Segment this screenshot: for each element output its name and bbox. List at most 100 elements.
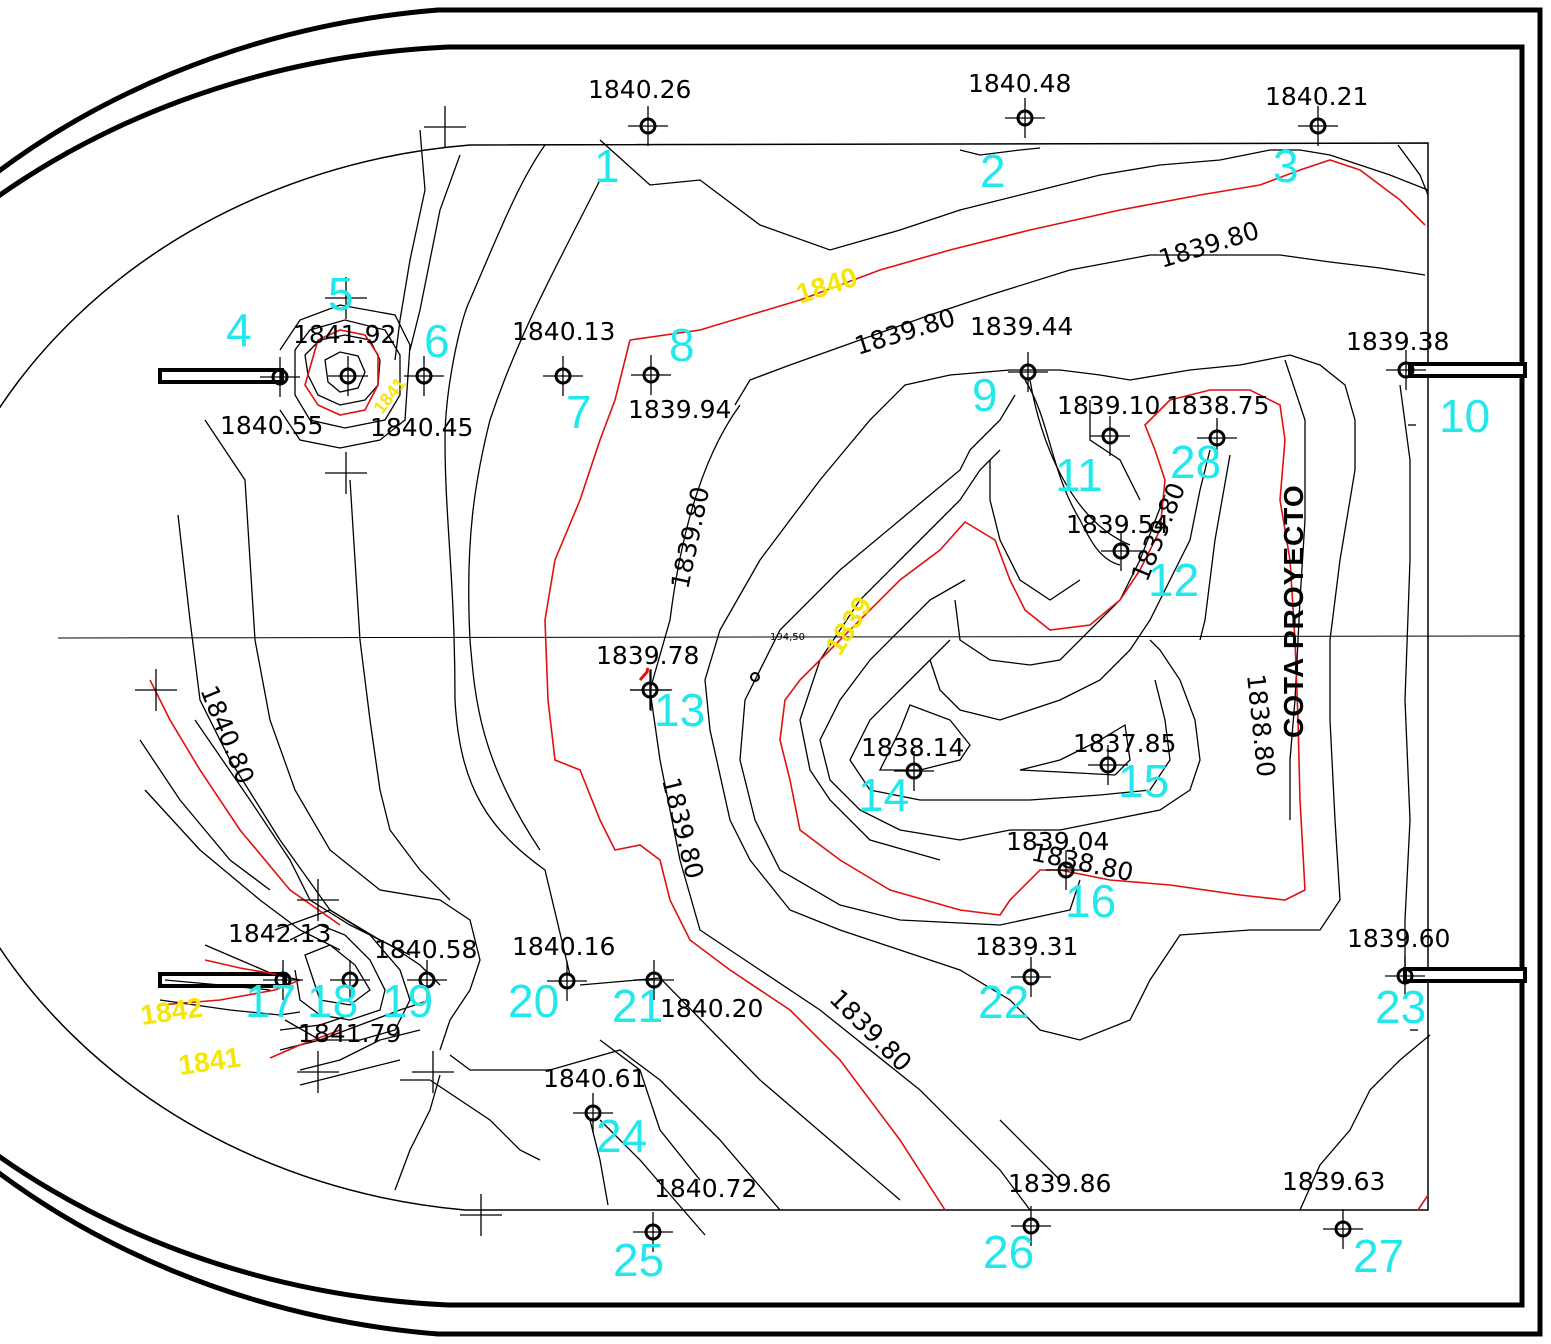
survey-point-marker bbox=[1008, 352, 1048, 392]
elev-12: 1839.54 bbox=[1066, 510, 1169, 539]
point-number-23: 23 bbox=[1375, 981, 1426, 1033]
point-number-22: 22 bbox=[978, 976, 1029, 1028]
survey-boundary bbox=[0, 142, 1429, 1211]
survey-point-marker bbox=[1385, 956, 1425, 996]
survey-point-marker bbox=[547, 961, 587, 1001]
point-number-2: 2 bbox=[980, 145, 1006, 197]
point-number-4: 4 bbox=[226, 304, 252, 356]
survey-point-marker bbox=[328, 356, 368, 396]
survey-point-marker bbox=[633, 1212, 673, 1252]
elev-5: 1841.92 bbox=[293, 320, 396, 349]
point-number-13: 13 bbox=[654, 684, 705, 736]
survey-point-marker bbox=[263, 960, 303, 1000]
survey-point-marker bbox=[407, 960, 447, 1000]
major-label-1839: 1839 bbox=[819, 591, 878, 660]
point-number-15: 15 bbox=[1118, 755, 1169, 807]
survey-point-marker bbox=[1323, 1209, 1363, 1249]
elev-23: 1839.60 bbox=[1347, 924, 1450, 953]
point-number-20: 20 bbox=[508, 975, 559, 1027]
contour-label-1839-80-bottom: 1839.80 bbox=[824, 984, 918, 1078]
point-number-18: 18 bbox=[307, 975, 358, 1027]
elev-6: 1840.45 bbox=[370, 413, 473, 442]
contour-label-1839-80-lower-left: 1839.80 bbox=[656, 774, 709, 881]
elev-19: 1840.58 bbox=[374, 935, 477, 964]
contour-label-1839-80-top-mid: 1839.80 bbox=[851, 303, 958, 361]
elev-10: 1839.38 bbox=[1346, 327, 1449, 356]
elev-26: 1839.86 bbox=[1008, 1169, 1111, 1198]
survey-point-marker bbox=[1088, 745, 1128, 785]
elev-22: 1839.31 bbox=[975, 932, 1078, 961]
survey-point-marker bbox=[1046, 850, 1086, 890]
contours-black bbox=[139, 129, 1431, 1236]
major-label-1841-small: 1841 bbox=[369, 374, 409, 418]
contour-label-1839-80-left: 1839.80 bbox=[666, 484, 716, 591]
plan-title: COTA PROYECTO bbox=[1278, 484, 1309, 738]
survey-point-marker bbox=[1005, 98, 1045, 138]
pipe-right-bottom bbox=[1403, 967, 1527, 983]
point-number-12: 12 bbox=[1148, 554, 1199, 606]
contour-label-1839-80-top-right: 1839.80 bbox=[1155, 216, 1262, 274]
elev-27: 1839.63 bbox=[1282, 1167, 1385, 1196]
elevation-labels: 1840.26 1840.48 1840.21 1840.55 1841.92 … bbox=[220, 69, 1450, 1203]
point-number-21: 21 bbox=[612, 980, 663, 1032]
point-number-7: 7 bbox=[566, 386, 592, 438]
point-number-8: 8 bbox=[669, 319, 695, 371]
elev-9: 1839.44 bbox=[970, 312, 1073, 341]
major-label-1842: 1842 bbox=[139, 992, 205, 1031]
survey-point-marker bbox=[1101, 531, 1141, 571]
point-number-16: 16 bbox=[1065, 875, 1116, 927]
elev-20: 1840.16 bbox=[512, 932, 615, 961]
survey-point-marker bbox=[1011, 1206, 1051, 1246]
elev-17: 1842.13 bbox=[228, 919, 331, 948]
survey-point-marker bbox=[630, 670, 670, 710]
pipe-left-top bbox=[158, 368, 284, 384]
elev-4: 1840.55 bbox=[220, 411, 323, 440]
point-number-28: 28 bbox=[1170, 436, 1221, 488]
survey-point-marker bbox=[631, 355, 671, 395]
major-label-1841: 1841 bbox=[177, 1042, 243, 1081]
contour-label-1838-80-right: 1838.80 bbox=[1241, 673, 1281, 779]
point-number-9: 9 bbox=[972, 369, 998, 421]
elev-13: 1839.78 bbox=[596, 641, 699, 670]
survey-point-marker bbox=[1011, 957, 1051, 997]
survey-point-marker bbox=[894, 751, 934, 791]
contours-red bbox=[149, 159, 1429, 1211]
survey-point-marker bbox=[1386, 350, 1426, 390]
survey-crosses bbox=[135, 106, 1418, 1236]
point-number-1: 1 bbox=[594, 140, 620, 192]
elev-7: 1840.13 bbox=[512, 317, 615, 346]
survey-point-marker bbox=[1298, 106, 1338, 146]
axis-mark-label: 194,50 bbox=[770, 632, 805, 643]
elev-8: 1839.94 bbox=[628, 395, 731, 424]
survey-point-marker bbox=[330, 960, 370, 1000]
elev-3: 1840.21 bbox=[1265, 82, 1368, 111]
point-number-19: 19 bbox=[382, 975, 433, 1027]
elev-25: 1840.72 bbox=[654, 1174, 757, 1203]
major-label-1840: 1840 bbox=[792, 261, 861, 310]
elev-2: 1840.48 bbox=[968, 69, 1071, 98]
elev-28: 1838.75 bbox=[1166, 391, 1269, 420]
point-numbers: 1 2 3 4 5 6 7 8 9 10 11 12 13 14 15 16 1… bbox=[226, 140, 1490, 1286]
inner-frame bbox=[0, 44, 1525, 1308]
survey-point-marker bbox=[260, 357, 300, 397]
survey-point-marker bbox=[634, 960, 674, 1000]
point-number-10: 10 bbox=[1439, 390, 1490, 442]
elev-24: 1840.61 bbox=[543, 1064, 646, 1093]
point-number-5: 5 bbox=[328, 268, 354, 320]
point-number-24: 24 bbox=[596, 1110, 647, 1162]
elev-1: 1840.26 bbox=[588, 75, 691, 104]
pipe-right-top bbox=[1408, 362, 1527, 378]
point-number-3: 3 bbox=[1273, 140, 1299, 192]
survey-point-marker bbox=[628, 106, 668, 146]
point-number-14: 14 bbox=[858, 769, 909, 821]
contour-label-1840-80-left: 1840.80 bbox=[194, 681, 260, 788]
elev-18: 1841.79 bbox=[298, 1019, 401, 1048]
survey-point-marker bbox=[404, 356, 444, 396]
outer-frame bbox=[0, 7, 1543, 1337]
elev-21: 1840.20 bbox=[660, 994, 763, 1023]
point-number-11: 11 bbox=[1055, 449, 1103, 501]
elev-16: 1839.04 bbox=[1006, 827, 1109, 856]
elev-14: 1838.14 bbox=[861, 733, 964, 762]
survey-point-marker bbox=[543, 356, 583, 396]
